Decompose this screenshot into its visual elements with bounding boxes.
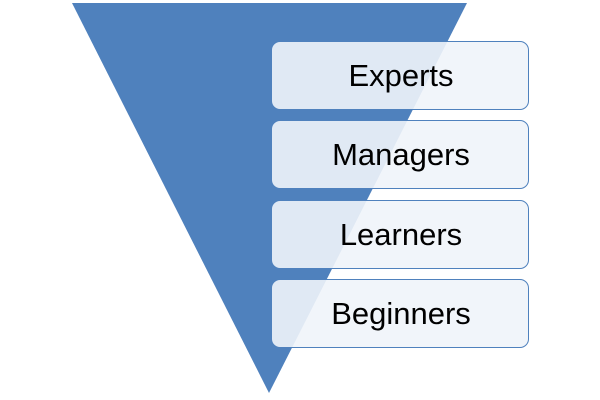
level-label-learners: Learners — [339, 217, 463, 252]
level-box-managers: Managers — [271, 120, 529, 189]
level-box-learners: Learners — [271, 200, 529, 269]
level-label-managers: Managers — [332, 137, 470, 172]
level-label-beginners: Beginners — [331, 296, 471, 331]
level-label-experts: Experts — [348, 58, 454, 93]
level-box-experts: Experts — [271, 41, 529, 110]
level-box-beginners: Beginners — [271, 279, 529, 348]
